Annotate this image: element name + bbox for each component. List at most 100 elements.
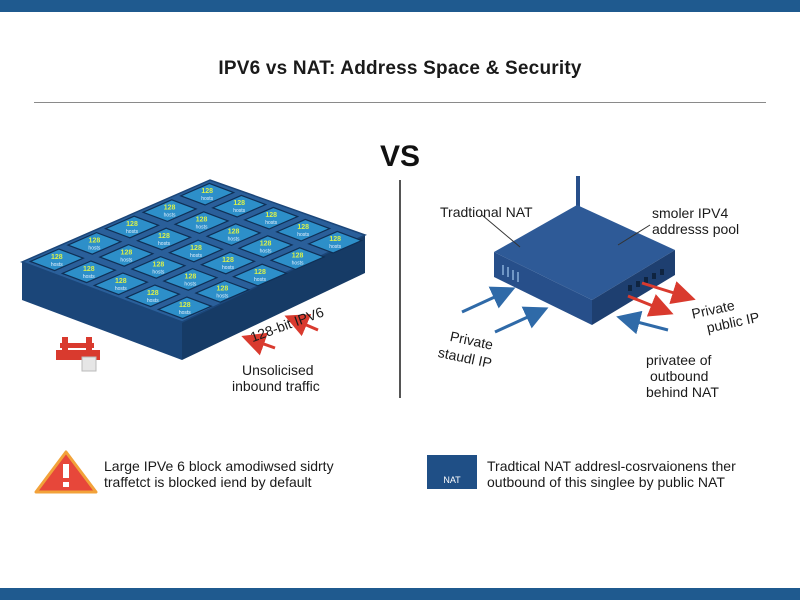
ipv6-grid-cell-top: 128 [115,278,127,285]
ipv6-grid-cell-bottom: hosts [292,261,304,267]
warning-icon [34,450,98,494]
ipv6-grid-cell-top: 128 [222,257,234,264]
ipv6-grid-cell-top: 128 [158,233,170,240]
ipv6-grid-cell-bottom: hosts [228,237,240,243]
ipv6-grid-cell-bottom: hosts [216,293,228,299]
ipv6-grid-cell-bottom: hosts [147,298,159,304]
vs-label: VS [379,140,421,173]
ipv6-grid-cell-top: 128 [164,205,176,212]
nat-chip-label: NAT [443,475,461,485]
ipv6-grid-cell-top: 128 [51,254,63,261]
ipv6-grid-cell-bottom: hosts [51,262,63,268]
ipv6-grid-cell-bottom: hosts [158,241,170,247]
ipv6-grid-cell-top: 128 [147,290,159,297]
traditional-nat-label: Tradtional NAT [440,204,533,220]
center-divider [399,180,401,398]
ipv6-grid-cell-top: 128 [190,245,202,252]
ipv6-grid-cell-top: 128 [254,269,266,276]
ipv6-grid-cell-bottom: hosts [222,265,234,271]
ipv6-grid-cell-bottom: hosts [233,208,245,214]
ipv6-grid-cell-top: 128 [260,241,272,248]
nat-footer-line2: outbound of this singlee by public NAT [487,474,725,490]
ipv6-grid-cell-top: 128 [121,249,133,256]
nat-chip: NAT [427,455,477,489]
ipv6-grid-cell-top: 128 [126,221,138,228]
ipv6-grid-cell-top: 128 [179,302,191,309]
router-icon [494,176,675,325]
nat-footer-line1: Tradtical NAT addresl-cosrvaionens ther [487,458,736,474]
ipv6-grid-cell-top: 128 [297,224,309,231]
ipv6-grid-cell-top: 128 [217,285,229,292]
firewall-icon [56,337,100,372]
ipv6-grid-cell-bottom: hosts [152,269,164,275]
ipv6-grid-cell-top: 128 [185,273,197,280]
ipv6-grid-cell-top: 128 [265,212,277,219]
ipv6-grid-cell-bottom: hosts [88,245,100,251]
ipv6-grid-cell-top: 128 [201,188,213,195]
behind-nat-line2: outbound [650,368,709,384]
ipv6-grid-cell-bottom: hosts [126,229,138,235]
ipv6-grid-cell-top: 128 [329,236,341,243]
ipv6-grid-cell-bottom: hosts [254,277,266,283]
ipv6-footer-line1: Large IPVe 6 block amodiwsed sidrty [104,458,334,474]
page-title: IPV6 vs NAT: Address Space & Security [218,58,582,79]
title-divider [34,102,766,103]
ipv6-grid-cell-bottom: hosts [297,232,309,238]
ipv6-grid-cell-bottom: hosts [190,253,202,259]
nat-inbound-arrows [461,286,669,335]
ipv6-grid-cell-top: 128 [83,266,95,273]
ipv6-grid-cell-bottom: hosts [265,220,277,226]
ipv6-grid-cell-bottom: hosts [260,249,272,255]
ipv6-address-block: 128hosts128hosts128hosts128hosts128hosts… [20,179,367,360]
ipv6-grid-cell-bottom: hosts [184,281,196,287]
ipv6-grid-cell-bottom: hosts [196,225,208,231]
nat-outbound-arrows [627,281,696,317]
ipv6-grid-cell-top: 128 [153,261,165,268]
ipv6-grid-cell-bottom: hosts [120,257,132,263]
ipv6-grid-cell-bottom: hosts [83,274,95,280]
ipv4-pool-line1: smoler IPV4 [652,205,729,221]
ipv6-grid-cell-bottom: hosts [179,310,191,316]
ipv6-footer-line2: traffetct is blocked iend by default [104,474,312,490]
unsolicited-label-line1: Unsolicised [242,362,314,378]
unsolicited-label-line2: inbound traffic [232,378,320,394]
ipv4-pool-line2: addresss pool [652,221,740,237]
ipv6-grid-cell-top: 128 [292,253,304,260]
ipv6-grid-cell-bottom: hosts [164,213,176,219]
ipv6-grid-cell-bottom: hosts [329,244,341,250]
ipv6-grid-cell-bottom: hosts [115,286,127,292]
behind-nat-line3: behind NAT [646,384,719,400]
behind-nat-line1: privatee of [646,352,712,368]
ipv6-grid-cell-bottom: hosts [201,196,213,202]
ipv6-grid-cell-top: 128 [228,229,240,236]
bottom-band [0,588,800,600]
ipv6-grid: 128hosts128hosts128hosts128hosts128hosts… [28,182,364,320]
ipv6-grid-cell-top: 128 [196,217,208,224]
ipv6-grid-cell-top: 128 [233,200,245,207]
top-band [0,0,800,12]
